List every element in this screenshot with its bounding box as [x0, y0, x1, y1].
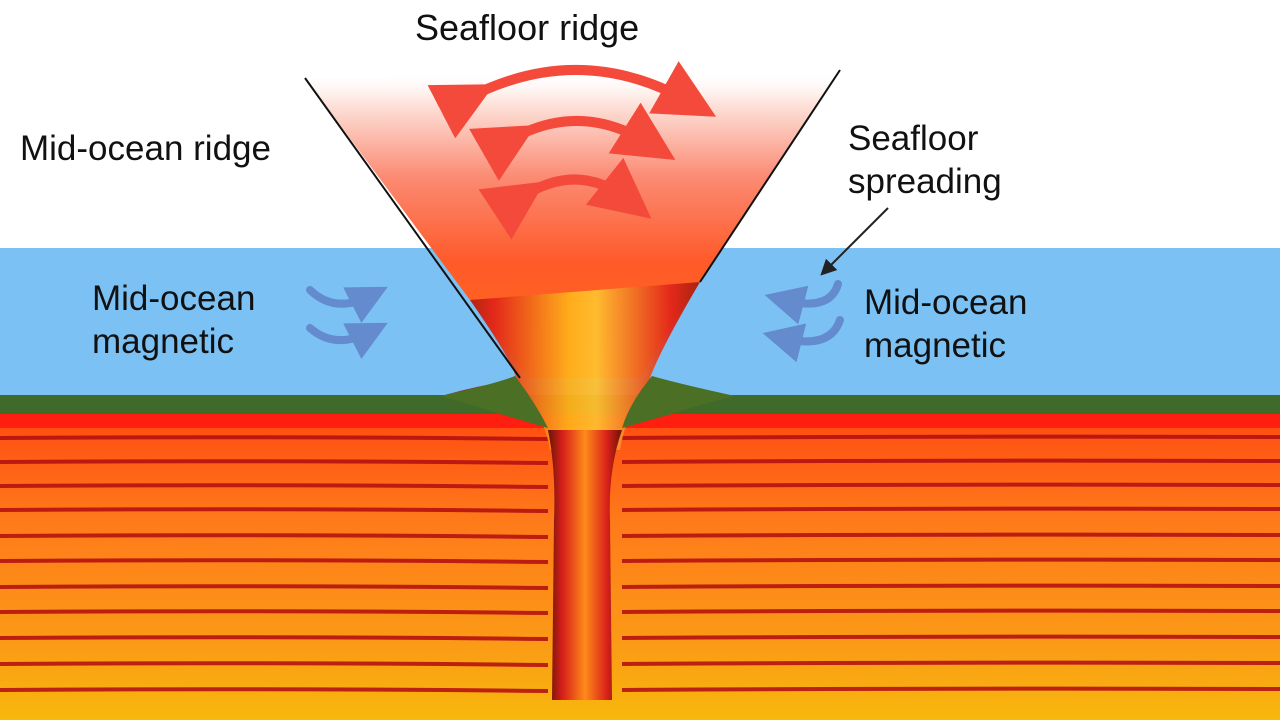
stripe-left: [0, 609, 549, 615]
magnetic-label-right: Mid-ocean magnetic: [864, 282, 1027, 367]
stripe-left: [0, 483, 549, 489]
magnetic-label-left: Mid-ocean magnetic: [92, 278, 255, 363]
heat-arrows: [427, 61, 717, 240]
stripe-right: [621, 608, 1280, 614]
crust-shoulder-left: [440, 376, 548, 428]
stripe-right: [621, 634, 1280, 640]
magnetic-stripes: [0, 434, 1280, 693]
stripe-left: [0, 635, 549, 641]
stripe-left: [0, 584, 549, 590]
flow-arrow-right-lower: [762, 316, 844, 363]
heat-arrow-top: [427, 61, 717, 139]
magma-conduit: [548, 430, 622, 700]
stripe-left: [0, 507, 549, 513]
ridge-edge-right: [699, 69, 841, 283]
flow-arrow-left-upper: [306, 286, 388, 323]
stripe-right: [621, 583, 1280, 589]
ridge-edge-left: [304, 77, 521, 379]
flow-arrow-right-upper: [764, 280, 842, 325]
stripe-right: [621, 434, 1280, 440]
stripe-right: [621, 506, 1280, 512]
pointer-arrow: [820, 207, 889, 276]
magnetic-right-line1: Mid-ocean: [864, 283, 1028, 322]
stripe-right: [621, 686, 1280, 692]
stripe-left: [0, 435, 549, 441]
stripe-left: [0, 533, 549, 539]
magnetic-right-line2: magnetic: [864, 325, 1007, 365]
ridge-neck: [445, 282, 720, 450]
seafloor-spreading-line2: spreading: [848, 161, 1002, 201]
stripe-left: [0, 687, 549, 693]
stripe-right: [621, 458, 1280, 464]
stripe-left: [0, 661, 549, 667]
stripe-right: [621, 557, 1280, 563]
mantle-layer: [0, 414, 1280, 720]
seafloor-spreading-line1: Seafloor: [848, 119, 979, 158]
magnetic-left-line2: magnetic: [92, 321, 235, 361]
diagram-title: Seafloor ridge: [415, 7, 640, 48]
heat-arrow-middle: [469, 102, 676, 181]
crust-shoulder-right: [622, 376, 735, 428]
stripe-left: [0, 558, 549, 564]
stripe-right: [621, 532, 1280, 538]
magnetic-left-line1: Mid-ocean: [92, 279, 256, 318]
mid-ocean-ridge-label: Mid-ocean ridge: [20, 129, 271, 168]
seafloor-spreading-label: Seafloor spreading: [848, 118, 1002, 203]
stripe-left: [0, 459, 549, 465]
stripe-right: [621, 482, 1280, 488]
stripe-right: [621, 660, 1280, 666]
flow-arrows-right: [762, 280, 844, 363]
heat-arrow-bottom: [478, 157, 652, 240]
flow-arrow-left-lower: [306, 322, 388, 359]
flow-arrows-left: [306, 286, 388, 359]
